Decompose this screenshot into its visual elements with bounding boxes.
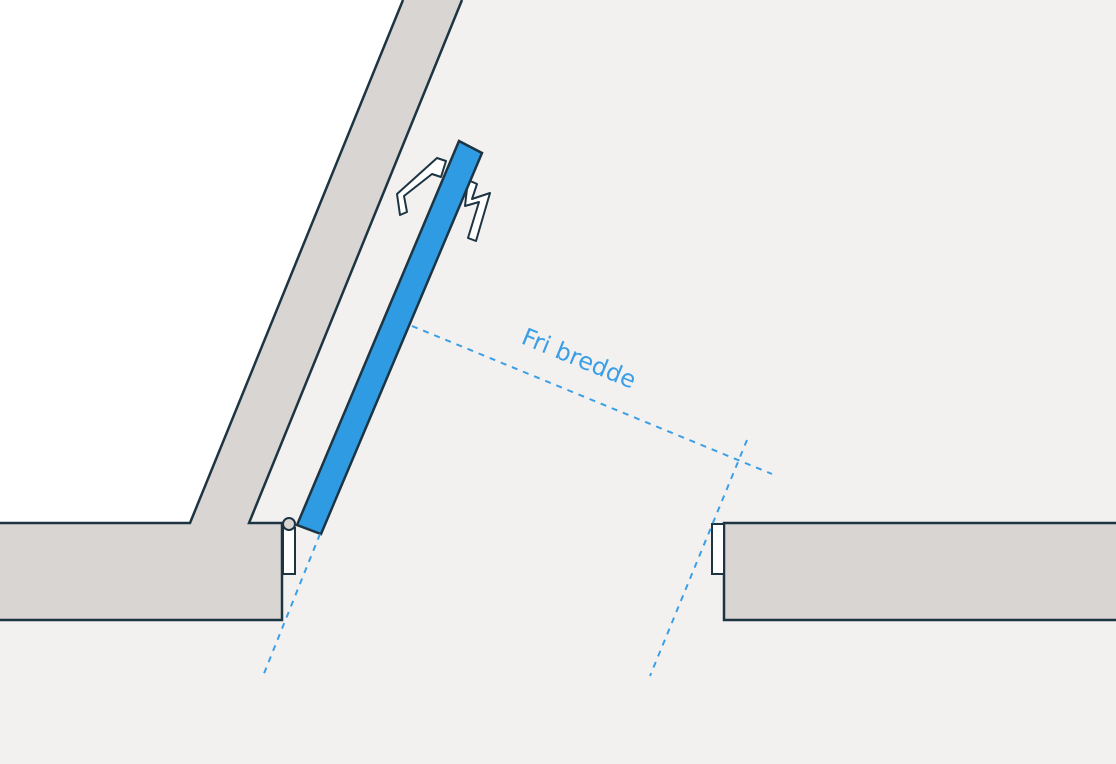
left-wall: [0, 523, 282, 620]
slanted-wall: [190, 0, 462, 523]
strike-side-frame: [711, 523, 725, 575]
door-leaf: [295, 139, 484, 536]
left-wall-outline: [0, 0, 405, 525]
right-wall: [724, 523, 1116, 620]
hinge-side-frame: [282, 527, 296, 575]
outer-handle-icon: [464, 179, 491, 242]
outside-area: [0, 0, 403, 523]
clear-width-dimension-line: [411, 325, 773, 475]
slanted-wall-inner-outline: [0, 0, 464, 622]
hinge-extension-line: [262, 533, 321, 677]
clear-width-dimension-lines: [262, 325, 773, 677]
hinge-pivot: [282, 517, 296, 531]
inner-handle-icon: [396, 157, 447, 216]
door-handles: [396, 157, 491, 242]
